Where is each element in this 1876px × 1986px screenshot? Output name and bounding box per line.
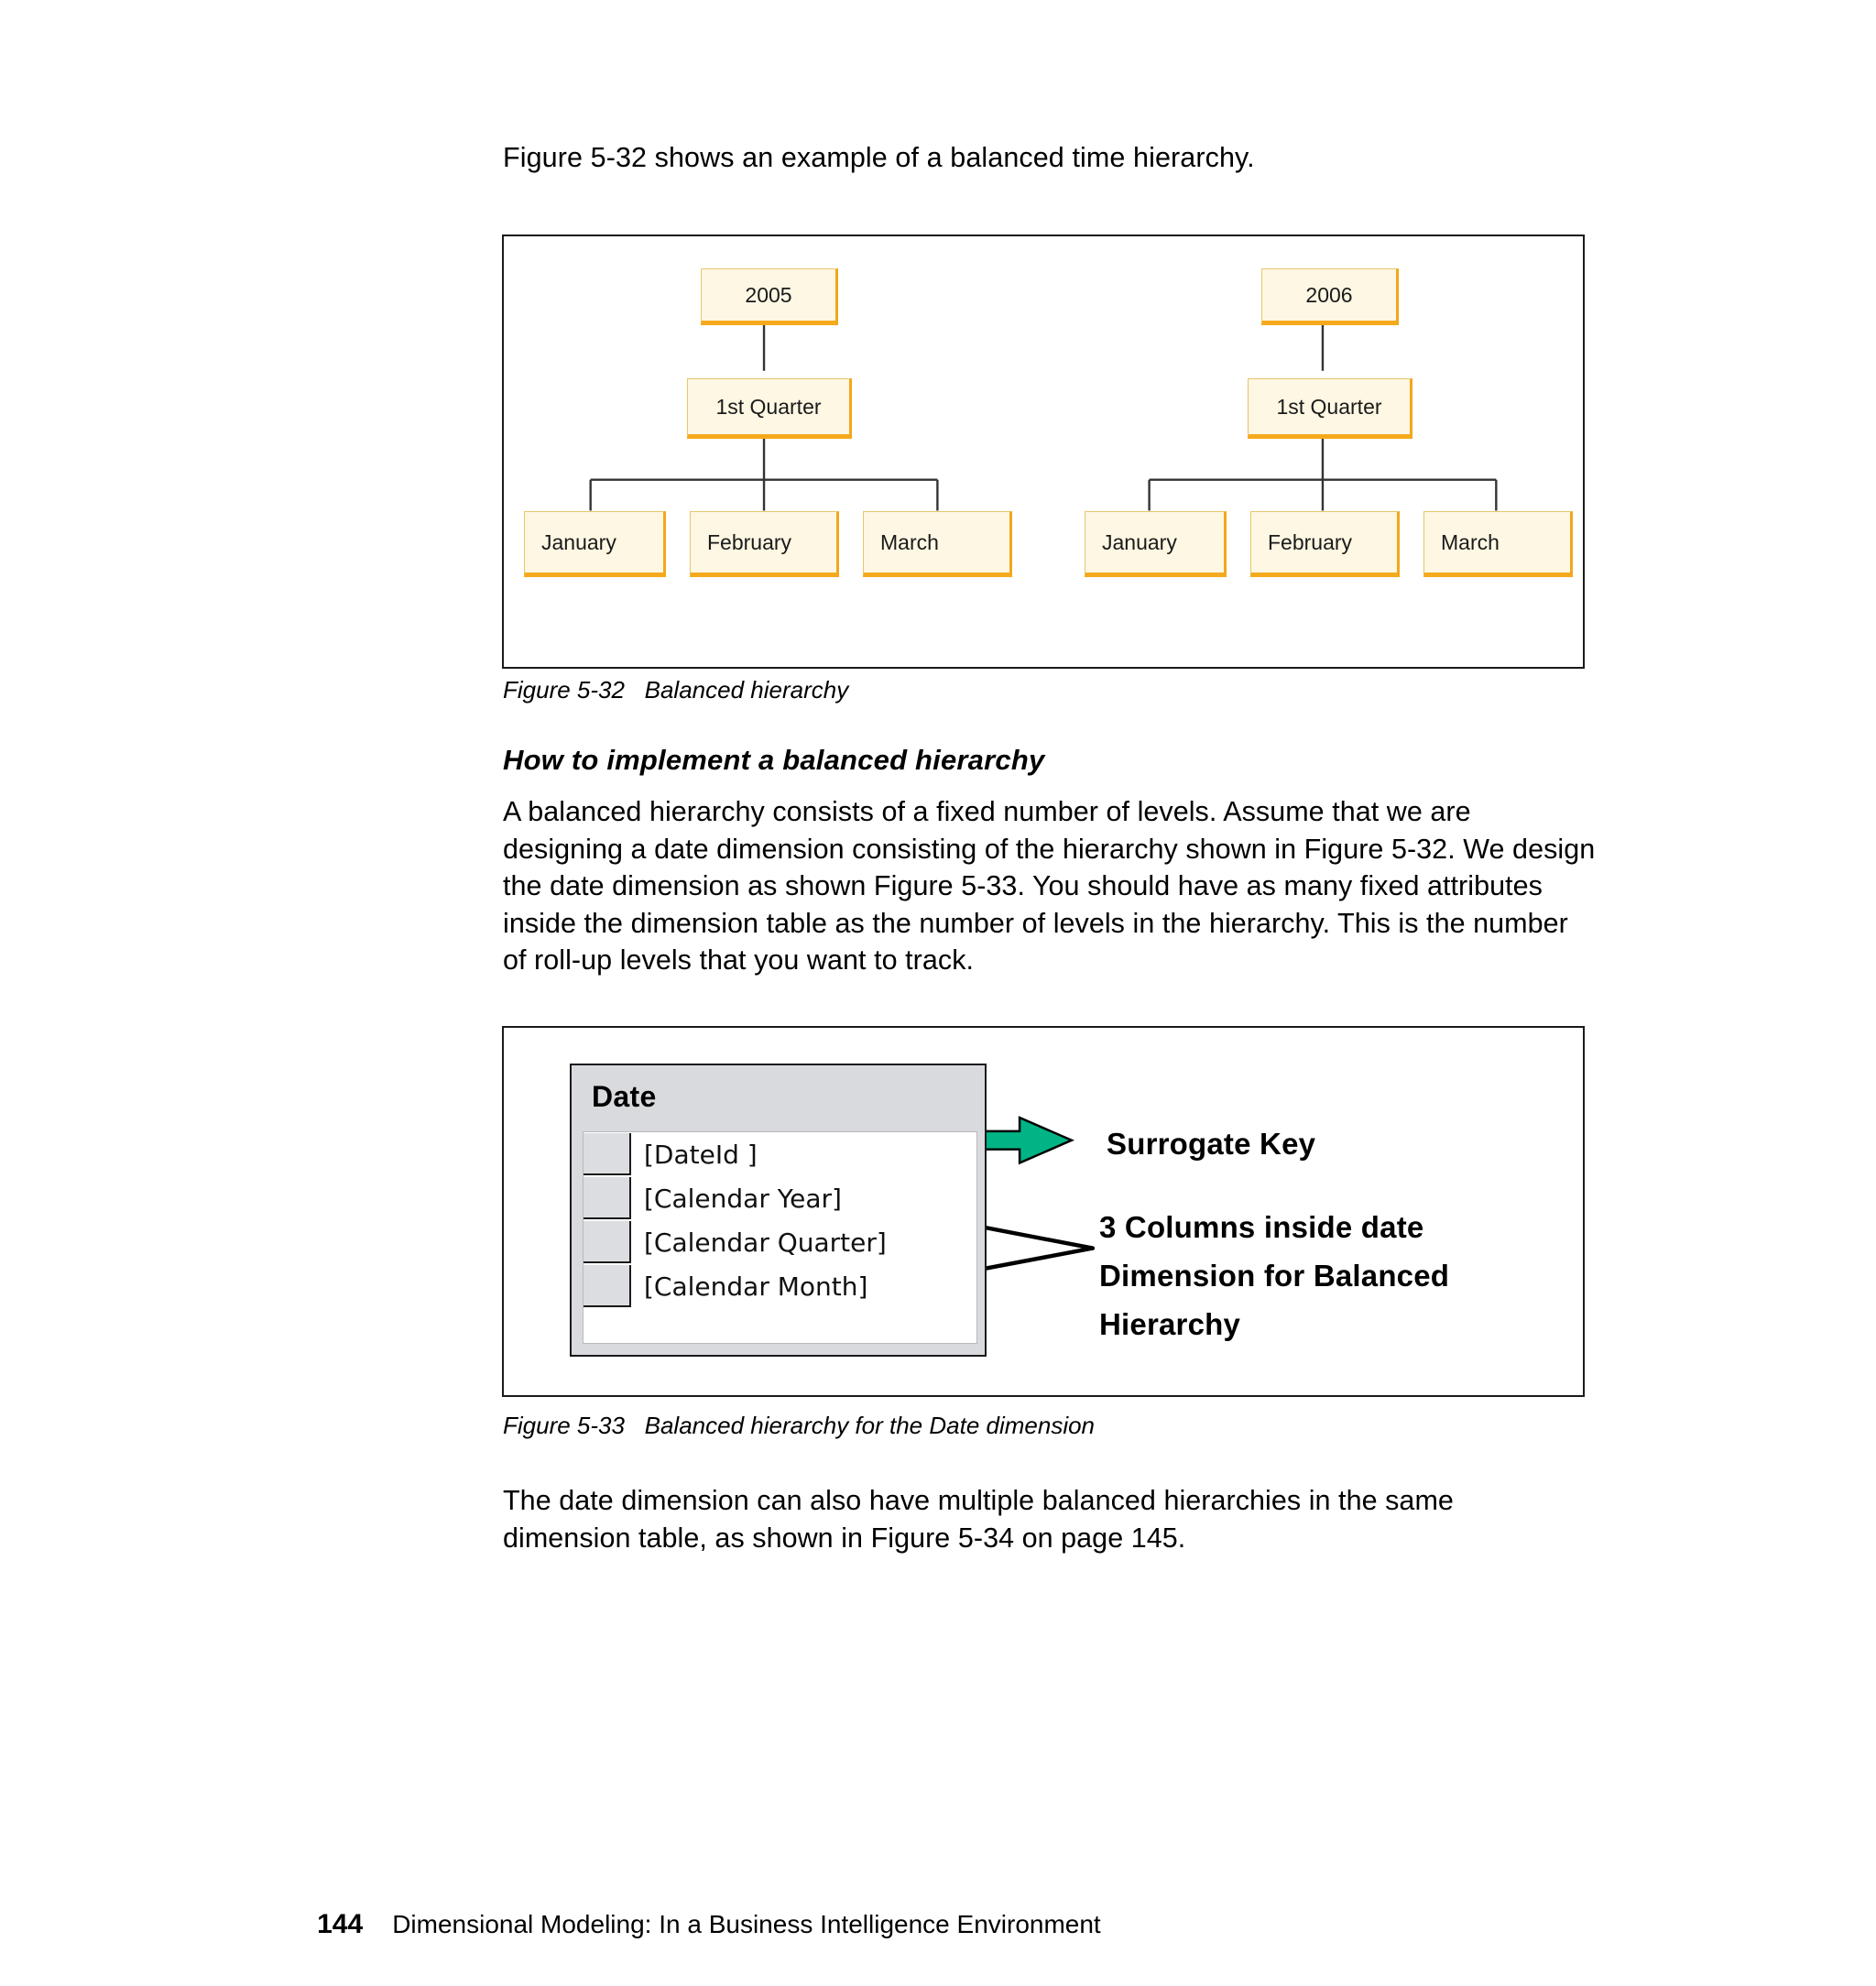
- tree-node-label: January: [1102, 529, 1177, 554]
- section-paragraph: A balanced hierarchy consists of a fixed…: [503, 796, 1596, 976]
- figure-5-32-frame: 2005 1st Quarter January February March …: [502, 235, 1585, 669]
- tree-node-label: March: [880, 529, 939, 554]
- row-gutter-cell: [584, 1265, 631, 1307]
- date-dimension-table: Date [DateId ] [Calendar Year] [Calendar…: [570, 1064, 987, 1357]
- annotation-surrogate-key: Surrogate Key: [1107, 1127, 1316, 1161]
- table-row[interactable]: [Calendar Year]: [584, 1176, 976, 1220]
- tree-node-quarter-2005-q1[interactable]: 1st Quarter: [687, 378, 852, 439]
- table-row[interactable]: [DateId ]: [584, 1132, 976, 1176]
- column-name: [Calendar Quarter]: [644, 1227, 887, 1258]
- tree-node-label: March: [1441, 529, 1500, 554]
- tree-node-label: February: [707, 529, 792, 554]
- intro-paragraph: Figure 5-32 shows an example of a balanc…: [503, 142, 1255, 173]
- footer-page-number: 144: [317, 1909, 364, 1939]
- hierarchy-connector-lines: [589, 322, 1498, 511]
- page-footer: 144 Dimensional Modeling: In a Business I…: [289, 1880, 1101, 1970]
- tree-node-label: January: [541, 529, 616, 554]
- tree-node-label: 1st Quarter: [715, 394, 822, 419]
- tree-node-label: February: [1268, 529, 1353, 554]
- column-name: [Calendar Year]: [644, 1183, 842, 1214]
- tree-node-year-2005[interactable]: 2005: [701, 268, 838, 325]
- row-gutter-cell: [584, 1133, 631, 1175]
- tree-node-label: 1st Quarter: [1276, 394, 1382, 419]
- tree-node-label: 2006: [1305, 282, 1353, 307]
- footer-book-title: Dimensional Modeling: In a Business Inte…: [392, 1910, 1101, 1938]
- section-heading: How to implement a balanced hierarchy: [503, 744, 1045, 776]
- figure-5-32-caption: Figure 5-32 Balanced hierarchy: [503, 676, 849, 704]
- date-table-title: Date: [592, 1080, 657, 1113]
- row-gutter-cell: [584, 1221, 631, 1263]
- table-row[interactable]: [Calendar Month]: [584, 1264, 976, 1308]
- closing-paragraph: The date dimension can also have multipl…: [503, 1485, 1454, 1554]
- tree-node-month-2005-march[interactable]: March: [863, 511, 1012, 577]
- date-table-rows: [DateId ] [Calendar Year] [Calendar Quar…: [583, 1131, 977, 1344]
- row-gutter-cell: [584, 1177, 631, 1219]
- table-empty-area: [584, 1308, 976, 1385]
- tree-node-month-2005-february[interactable]: February: [690, 511, 839, 577]
- tree-node-month-2005-january[interactable]: January: [524, 511, 666, 577]
- column-name: [Calendar Month]: [644, 1271, 868, 1302]
- tree-node-month-2006-january[interactable]: January: [1085, 511, 1227, 577]
- tree-node-label: 2005: [745, 282, 792, 307]
- annotation-columns-note: 3 Columns inside date Dimension for Bala…: [1099, 1210, 1450, 1341]
- column-name: [DateId ]: [644, 1139, 758, 1170]
- tree-node-year-2006[interactable]: 2006: [1261, 268, 1399, 325]
- table-row[interactable]: [Calendar Quarter]: [584, 1220, 976, 1264]
- tree-node-month-2006-february[interactable]: February: [1250, 511, 1400, 577]
- tree-node-month-2006-march[interactable]: March: [1423, 511, 1573, 577]
- tree-node-quarter-2006-q1[interactable]: 1st Quarter: [1248, 378, 1412, 439]
- figure-5-33-caption: Figure 5-33 Balanced hierarchy for the D…: [503, 1412, 1096, 1439]
